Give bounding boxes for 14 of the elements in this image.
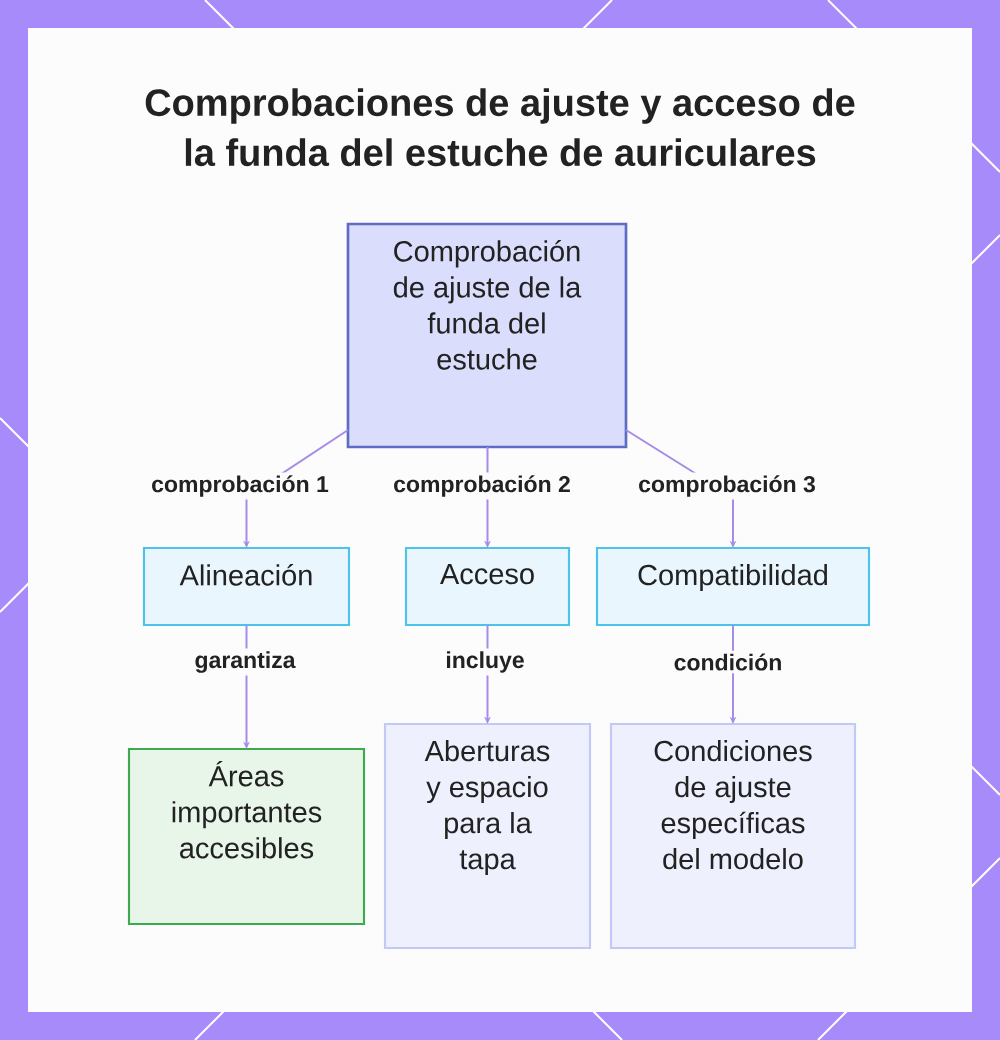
detail-box: Condiciones de ajuste específicas del modelo xyxy=(609,722,857,950)
category-box: Alineación xyxy=(142,546,351,627)
category-box: Acceso xyxy=(404,546,571,627)
category-box: Compatibilidad xyxy=(595,546,871,627)
edge-label: comprobación 2 xyxy=(390,472,574,500)
result-box: Áreas importantes accesibles xyxy=(127,747,366,926)
title: Comprobaciones de ajuste y acceso de la funda del estuche de auriculares xyxy=(145,88,855,167)
edge-label: garantiza xyxy=(191,648,299,676)
edge-label: comprobación 1 xyxy=(148,472,332,500)
edge-label: condición xyxy=(671,650,785,674)
detail-box: Aberturas y espacio para la tapa xyxy=(383,722,592,950)
edge-label: incluye xyxy=(442,648,528,676)
edge-label: comprobación 3 xyxy=(635,472,819,500)
topic-box: Comprobación de ajuste de la funda del estuche xyxy=(346,222,628,449)
